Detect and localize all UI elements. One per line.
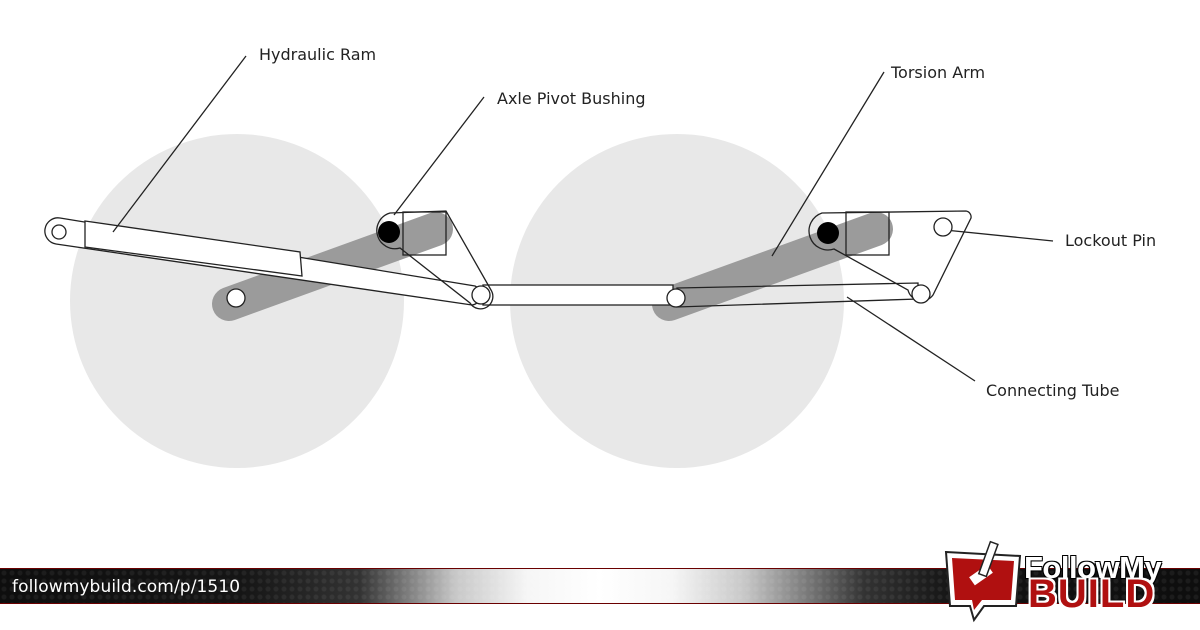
label-connecting-tube: Connecting Tube (986, 381, 1119, 400)
left-bushing-housing (402, 211, 447, 256)
right-axle-pivot-bushing (817, 222, 839, 244)
tagline-build: Build. (1091, 612, 1122, 626)
brand-name-build: BUILD (1028, 572, 1156, 616)
right-torsion-arm (652, 212, 893, 321)
leader-hydraulic-ram (112, 55, 247, 233)
connecting-tube-left (482, 284, 674, 306)
footer-url-link[interactable]: followmybuild.com/p/1510 (12, 577, 241, 597)
right-bellcrank (808, 210, 972, 302)
left-bellcrank (376, 210, 494, 310)
left-axle-pivot-bushing (378, 221, 400, 243)
followmybuild-logo[interactable]: FollowMy BUILD Learn. Build. Inspire. (940, 536, 1196, 630)
brand-name-follow: FollowMy (1024, 550, 1162, 585)
leader-torsion-arm (771, 71, 885, 257)
lockout-pin-hole (933, 217, 953, 237)
label-axle-pivot-bushing: Axle Pivot Bushing (497, 89, 645, 108)
leader-connecting-tube (846, 296, 976, 382)
right-bushing-housing (845, 211, 890, 256)
right-tube-pin (911, 284, 931, 304)
brand-tagline: Learn. Build. Inspire. (1026, 612, 1192, 626)
tagline-learn: Learn. (1026, 612, 1061, 626)
logo-badge-icon (944, 540, 1022, 623)
hydraulic-ram-cylinder (84, 220, 303, 277)
label-hydraulic-ram: Hydraulic Ram (259, 45, 376, 64)
leader-lockout-pin (944, 229, 1054, 242)
right-arm-pin (666, 288, 686, 308)
label-torsion-arm: Torsion Arm (890, 63, 985, 82)
label-lockout-pin: Lockout Pin (1065, 231, 1156, 250)
tagline-inspire: Inspire. (1152, 612, 1192, 626)
hydraulic-ram-eye (51, 224, 67, 240)
left-arm-pin (226, 288, 246, 308)
left-tube-pin (471, 285, 491, 305)
leader-axle-pivot-bushing (393, 96, 485, 216)
suspension-diagram: Hydraulic Ram Axle Pivot Bushing Torsion… (44, 45, 1156, 468)
